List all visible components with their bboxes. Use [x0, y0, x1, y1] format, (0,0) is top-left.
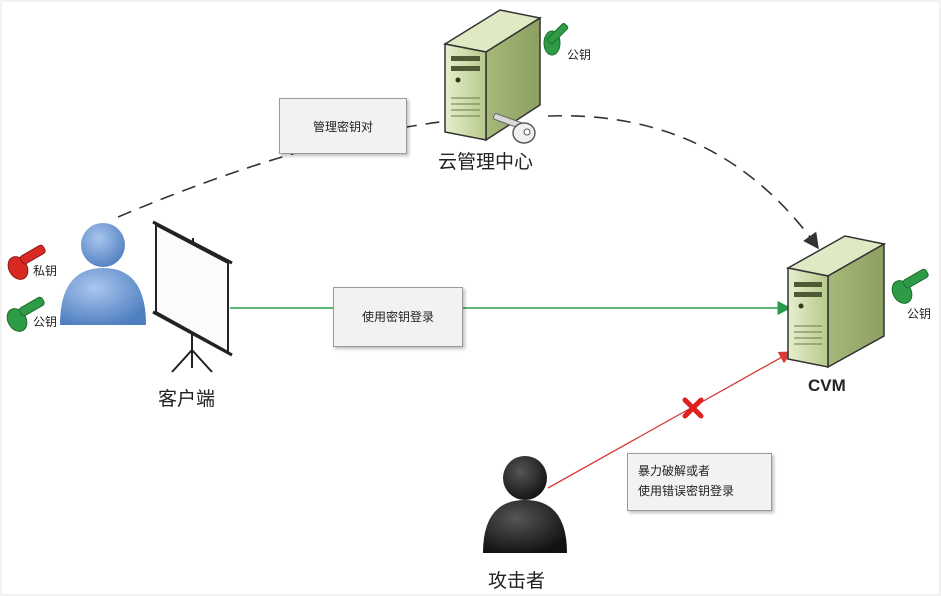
- manage-keypair-label: 管理密钥对: [312, 120, 373, 134]
- block-x-icon: [682, 397, 704, 419]
- cvm-public-key-icon: [891, 268, 929, 304]
- manage-keypair-box: 管理密钥对: [279, 98, 407, 154]
- cvm-label: CVM: [808, 376, 846, 395]
- client-label: 客户端: [158, 388, 216, 410]
- client-public-key-label: 公钥: [33, 315, 58, 329]
- attack-note-line1: 暴力破解或者: [638, 464, 711, 478]
- key-pair-icon: [492, 113, 536, 144]
- client-private-key-label: 私钥: [33, 264, 58, 278]
- cvm-public-key-label: 公钥: [907, 307, 932, 321]
- user-icon: [60, 223, 146, 325]
- key-login-box: 使用密钥登录: [333, 287, 463, 347]
- attacker-label: 攻击者: [488, 570, 546, 592]
- private-key-icon: [7, 244, 46, 280]
- attacker-icon: [483, 456, 567, 553]
- client-public-key-icon: [6, 296, 45, 332]
- screen-icon: [152, 220, 233, 373]
- key-login-label: 使用密钥登录: [361, 310, 434, 324]
- dashed-arc-left: [117, 121, 441, 218]
- server-icon: [442, 9, 542, 142]
- attack-note-box: 暴力破解或者 使用错误密钥登录: [627, 453, 772, 511]
- attack-note-line2: 使用错误密钥登录: [638, 484, 735, 498]
- cloud-center-label: 云管理中心: [438, 151, 534, 173]
- cvm-server-icon: [785, 235, 887, 369]
- dashed-arc-right: [547, 114, 819, 250]
- cloud-public-key-label: 公钥: [567, 48, 592, 62]
- public-key-icon: [543, 23, 569, 56]
- attack-arrow: [547, 351, 793, 489]
